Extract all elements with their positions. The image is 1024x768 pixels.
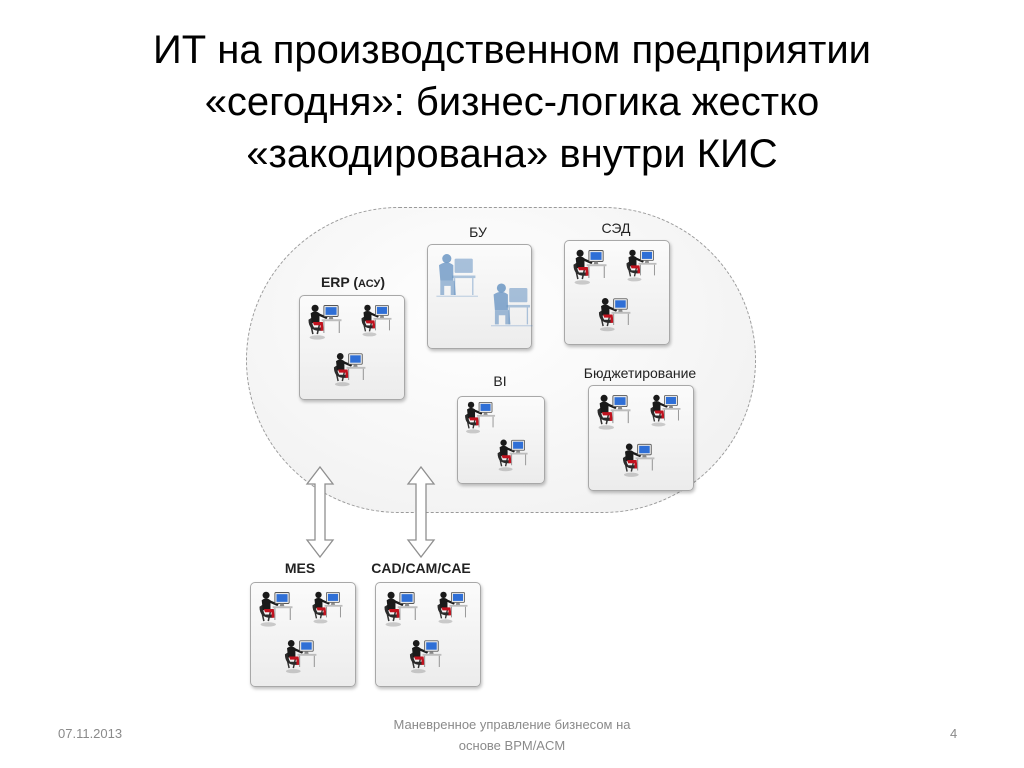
worker-at-computer-icon (361, 304, 392, 337)
worker-at-computer-icon (626, 249, 657, 282)
erp-label: ERP (АСУ) (320, 274, 386, 290)
inactive-worker-icon (436, 254, 478, 297)
footer-date: 07.11.2013 (58, 726, 123, 741)
box-figures (259, 591, 343, 674)
title-line-2: «сегодня»: бизнес-логика жестко (204, 80, 820, 124)
box-figures (436, 254, 533, 327)
box-figures (465, 401, 528, 472)
worker-at-computer-icon (597, 394, 631, 430)
title-line-1: ИТ на производственном предприятии (152, 28, 872, 72)
worker-at-computer-icon (284, 640, 317, 674)
sed-label: СЭД (601, 220, 631, 236)
box-figures (308, 304, 392, 387)
cad-label: CAD/CAM/CAE (371, 560, 471, 576)
bi-box (457, 396, 545, 484)
worker-at-computer-icon (650, 394, 681, 427)
slide-title: ИТ на производственном предприятии «сего… (40, 24, 984, 180)
footer-caption: Маневренное управление бизнесом на основ… (350, 714, 674, 756)
worker-at-computer-icon (409, 640, 442, 674)
worker-at-computer-icon (259, 591, 293, 627)
footer-caption-line-2: основе BPM/ACM (458, 738, 566, 753)
budget-box (588, 385, 694, 491)
worker-at-computer-icon (384, 591, 418, 627)
box-figures (597, 394, 681, 477)
budget-label: Бюджетирование (583, 365, 697, 381)
erp-box (299, 295, 405, 400)
box-figures (384, 591, 468, 674)
worker-at-computer-icon (437, 591, 468, 624)
footer-caption-line-1: Маневренное управление бизнесом на (393, 717, 631, 732)
worker-at-computer-icon (308, 304, 342, 340)
mes-box (250, 582, 356, 687)
bu-label: БУ (469, 224, 487, 240)
worker-at-computer-icon (598, 298, 631, 332)
inactive-worker-icon (491, 283, 533, 327)
sed-box (564, 240, 670, 345)
mes-label: MES (284, 560, 316, 576)
worker-at-computer-icon (312, 591, 343, 624)
box-figures (573, 249, 657, 332)
title-line-3: «закодирована» внутри КИС (246, 132, 778, 176)
cad-box (375, 582, 481, 687)
worker-at-computer-icon (622, 443, 655, 477)
bu-box (427, 244, 533, 349)
worker-at-computer-icon (573, 249, 607, 285)
page-number: 4 (950, 726, 958, 741)
worker-at-computer-icon (333, 353, 366, 387)
mes-erp-double-arrow (305, 466, 335, 558)
worker-at-computer-icon (497, 439, 528, 472)
worker-at-computer-icon (465, 401, 496, 434)
bi-label: BI (493, 373, 507, 389)
cad-kis-double-arrow (406, 466, 436, 558)
